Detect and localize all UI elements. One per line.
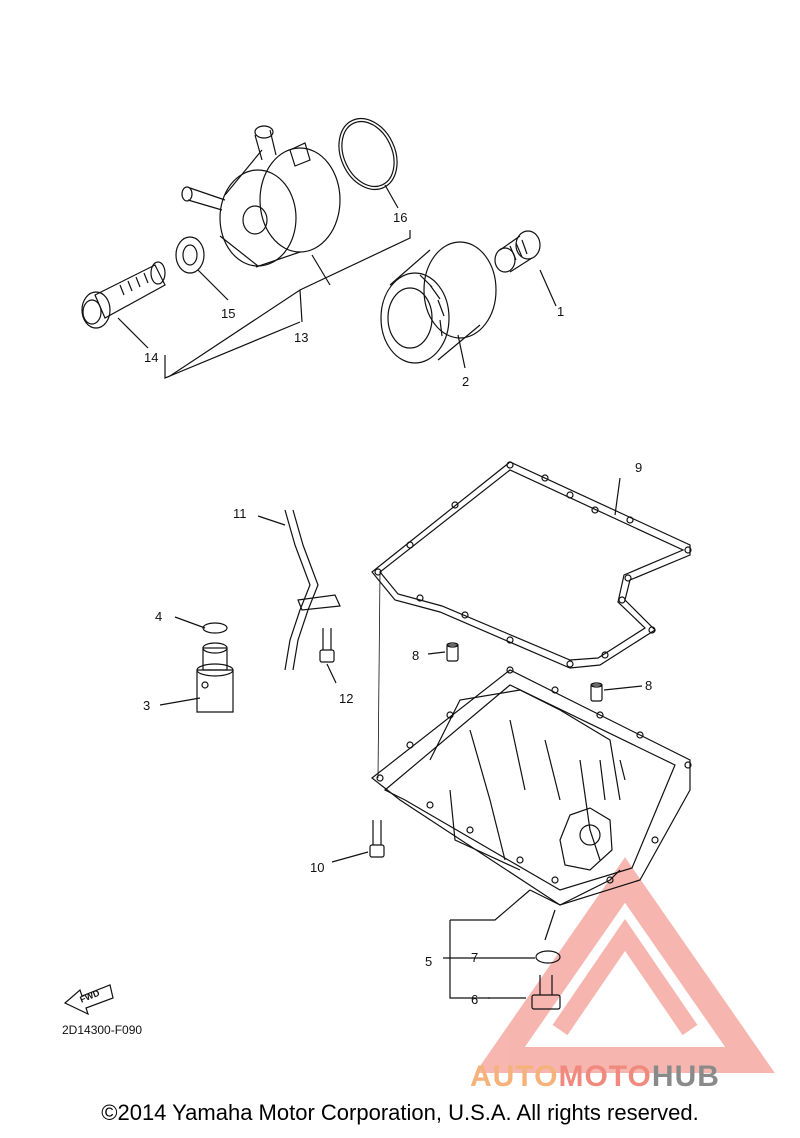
label-7: 7 <box>471 950 478 965</box>
bolt-10 <box>369 820 385 858</box>
part-labels: 1 2 3 4 5 6 7 8 8 9 10 11 12 13 14 15 16… <box>62 210 652 1037</box>
bolt-12 <box>319 628 335 663</box>
washer-15 <box>175 236 205 274</box>
strainer-3 <box>196 642 234 713</box>
label-14: 14 <box>144 350 158 365</box>
label-3: 3 <box>143 698 150 713</box>
label-16: 16 <box>393 210 407 225</box>
label-6: 6 <box>471 992 478 1007</box>
watermark-moto: MOTO <box>558 1060 652 1093</box>
fwd-arrow-icon <box>63 984 114 1016</box>
watermark-hub: HUB <box>651 1060 720 1093</box>
gasket-9 <box>371 461 692 669</box>
label-12: 12 <box>339 691 353 706</box>
label-4: 4 <box>155 609 162 624</box>
watermark-auto: AUTO <box>470 1060 559 1093</box>
dowel-8b <box>590 682 603 702</box>
label-15: 15 <box>221 306 235 321</box>
oil-cooler <box>181 125 341 268</box>
label-8b: 8 <box>645 678 652 693</box>
copyright: ©2014 Yamaha Motor Corporation, U.S.A. A… <box>101 1100 699 1125</box>
o-ring-16 <box>338 117 398 191</box>
pipe-11 <box>284 509 341 671</box>
label-13: 13 <box>294 330 308 345</box>
watermark-logo <box>475 857 775 1073</box>
oil-filter-2 <box>380 241 497 364</box>
guide-line <box>377 571 381 779</box>
label-11: 11 <box>233 506 247 521</box>
gasket-7 <box>535 950 561 964</box>
drain-bolt-6 <box>531 975 561 1010</box>
label-1: 1 <box>557 304 564 319</box>
label-5: 5 <box>425 954 432 969</box>
label-8a: 8 <box>412 648 419 663</box>
leader-lines-lower <box>159 477 643 999</box>
label-9: 9 <box>635 460 642 475</box>
label-10: 10 <box>310 860 324 875</box>
oil-pan <box>371 666 692 906</box>
label-2: 2 <box>462 374 469 389</box>
leader-lines-upper <box>117 184 557 379</box>
union-bolt-14 <box>81 261 166 329</box>
figure-code: 2D14300-F090 <box>62 1023 142 1037</box>
o-ring-4 <box>202 622 228 634</box>
dowel-8a <box>446 642 459 662</box>
watermark-text: AUTOMOTOHUB <box>470 1060 720 1094</box>
fitting-1 <box>494 230 541 273</box>
